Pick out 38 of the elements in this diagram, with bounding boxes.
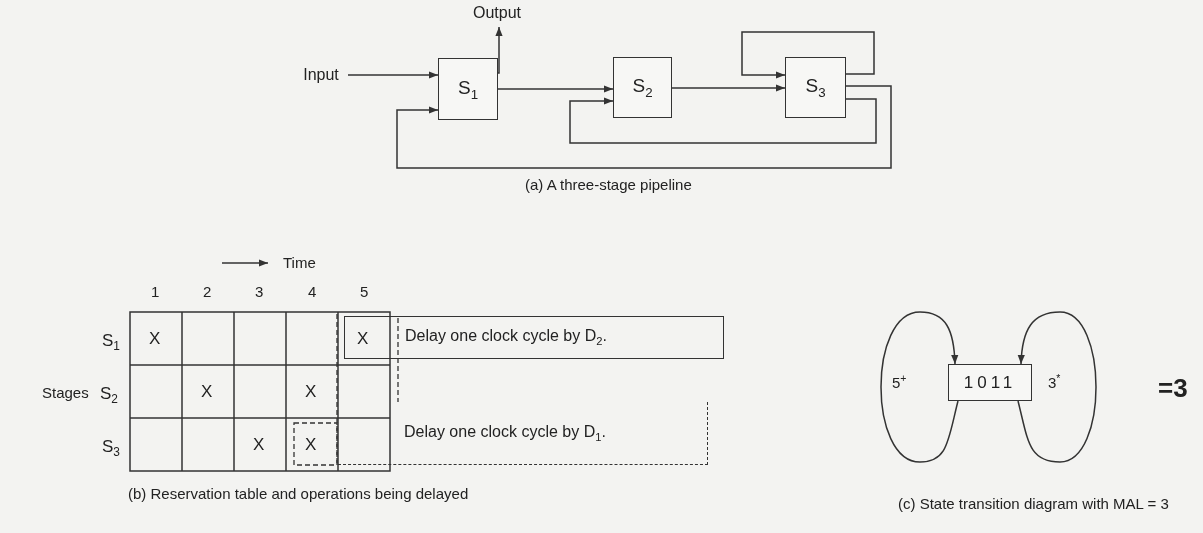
stage-box: S$_{3}$ [785, 57, 846, 118]
arrow [495, 26, 503, 74]
row-label: S$_{1}$ [102, 332, 120, 354]
stage-box: S$_{2}$ [613, 57, 672, 118]
self-loop-arrow [1017, 311, 1097, 463]
axis-label: Time [283, 255, 316, 270]
state-box: 1011 [948, 364, 1032, 401]
row-label: S$_{3}$ [102, 438, 120, 460]
cell-mark: X [357, 330, 369, 347]
row-label: S$_{2}$ [100, 385, 118, 407]
result-label: =3 [1158, 375, 1188, 401]
cell-mark: X [201, 383, 213, 400]
stage-box: S$_{1}$ [438, 58, 498, 120]
column-number: 5 [360, 284, 369, 299]
cell-mark: X [253, 436, 265, 453]
cell-mark: X [305, 436, 317, 453]
cell-mark: X [149, 330, 161, 347]
arrow [569, 97, 877, 144]
caption: (b) Reservation table and operations being delayed [128, 486, 469, 501]
arrow [347, 71, 439, 79]
caption: (c) State transition diagram with MAL = 3 [898, 496, 1169, 511]
arrow [396, 85, 892, 169]
edge-label: 5$^{+}$ [891, 372, 908, 391]
axis-label: Stages [42, 385, 89, 400]
self-loop-arrow [880, 311, 959, 463]
self-loop-arrow [741, 31, 875, 79]
cell-mark: X [305, 383, 317, 400]
arrow [497, 85, 614, 93]
delay-note-box: Delay one clock cycle by D$_{1}$. [338, 402, 708, 465]
input-label: Input [296, 64, 346, 86]
column-number: 2 [203, 284, 212, 299]
output-label: Output [465, 2, 529, 24]
column-number: 1 [151, 284, 160, 299]
edge-label: 3$^{*}$ [1047, 372, 1062, 391]
caption: (a) A three-stage pipeline [525, 177, 692, 192]
column-number: 3 [255, 284, 264, 299]
arrow [671, 84, 786, 92]
column-number: 4 [308, 284, 317, 299]
